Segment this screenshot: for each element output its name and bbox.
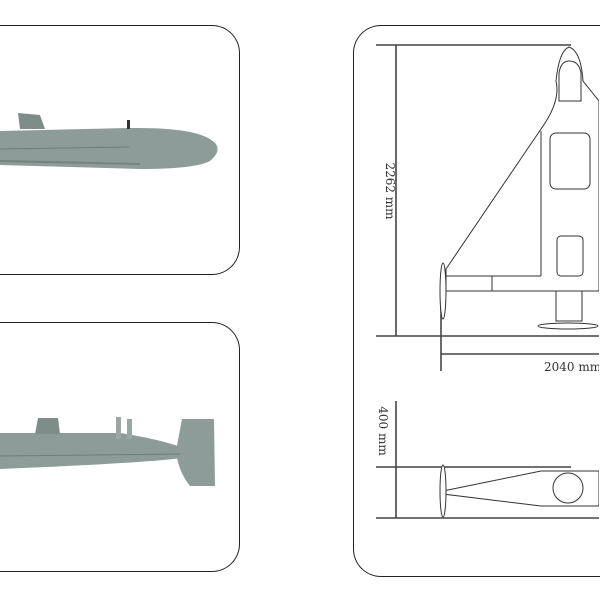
drone-photo-top [0,113,218,169]
span-dimension-label: 2040 mm [544,360,599,374]
tail-fin [18,113,45,129]
technical-drawing-panel: 2262 mm 2040 mm 400 mm [353,25,600,577]
dimension-lines [376,44,599,519]
tail-fin [176,419,215,486]
antenna [127,120,130,129]
drone-photo-panel-top [0,25,240,275]
dorsal-fin [35,418,60,434]
top-view-outline [439,46,599,330]
wing-edge [0,160,141,165]
length-dimension-label: 2262 mm [383,162,397,220]
engine-exhaust [116,417,121,439]
panel-seam [0,453,181,457]
fuselage [0,433,190,469]
engine-exhaust [127,419,132,439]
drone-photo-panel-bottom [0,322,240,572]
fuselage [0,127,218,169]
technical-drawing: 2262 mm 2040 mm 400 mm [376,44,599,519]
height-dimension-label: 400 mm [376,406,390,456]
drone-photo-bottom [0,417,215,486]
panel-seam [0,146,131,150]
front-view-outline [439,464,599,518]
